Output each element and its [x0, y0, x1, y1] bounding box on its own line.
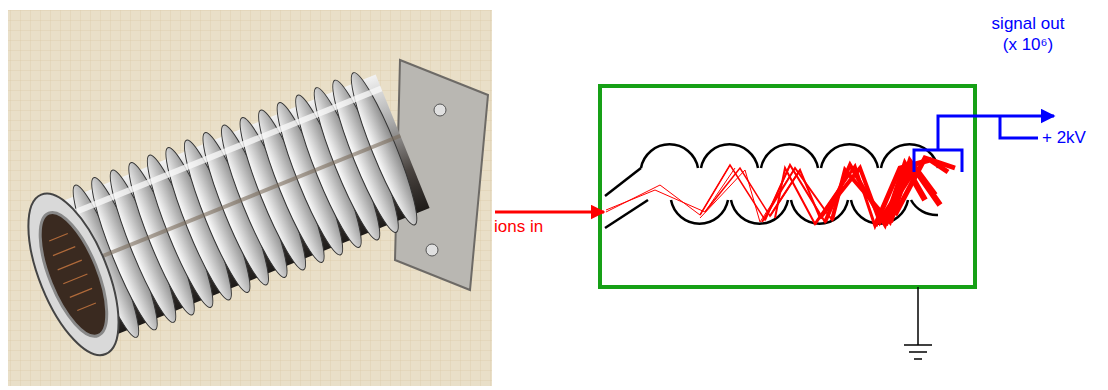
voltage-label: + 2kV	[1042, 127, 1086, 148]
ion-arrow	[495, 211, 604, 214]
output-label: signal out (x 10⁶)	[984, 13, 1072, 56]
housing-box	[600, 86, 975, 287]
ground-symbol	[904, 345, 932, 359]
anode-output	[914, 116, 1054, 172]
electron-cascade	[606, 158, 955, 226]
ground-wire	[917, 287, 919, 345]
dynode-chain	[605, 144, 938, 228]
input-label: ions in	[494, 216, 543, 237]
schematic	[495, 86, 1054, 359]
photo	[8, 10, 492, 386]
